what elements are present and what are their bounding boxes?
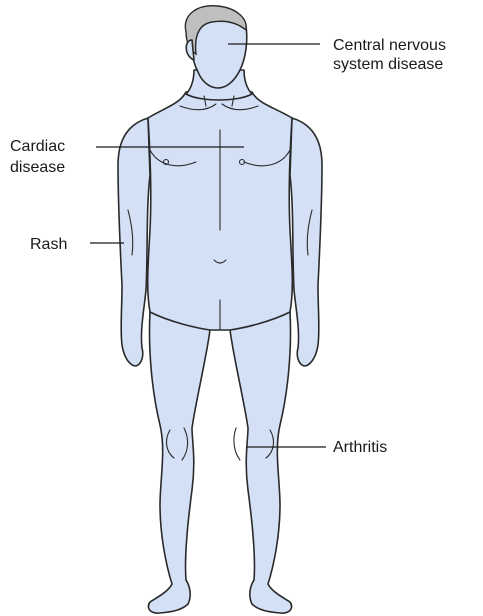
label-cns-line2: system disease bbox=[333, 56, 443, 73]
label-cns-line1: Central nervous bbox=[333, 37, 446, 54]
label-cardiac-line2: disease bbox=[10, 159, 65, 176]
label-arthritis: Arthritis bbox=[333, 439, 387, 456]
right-arm bbox=[290, 118, 322, 366]
right-leg bbox=[230, 312, 292, 613]
left-leg bbox=[148, 312, 210, 613]
ear-left bbox=[186, 40, 194, 60]
human-figure bbox=[118, 6, 322, 613]
left-arm bbox=[118, 118, 150, 366]
label-rash: Rash bbox=[30, 236, 67, 253]
label-cardiac-line1: Cardiac bbox=[10, 138, 65, 155]
